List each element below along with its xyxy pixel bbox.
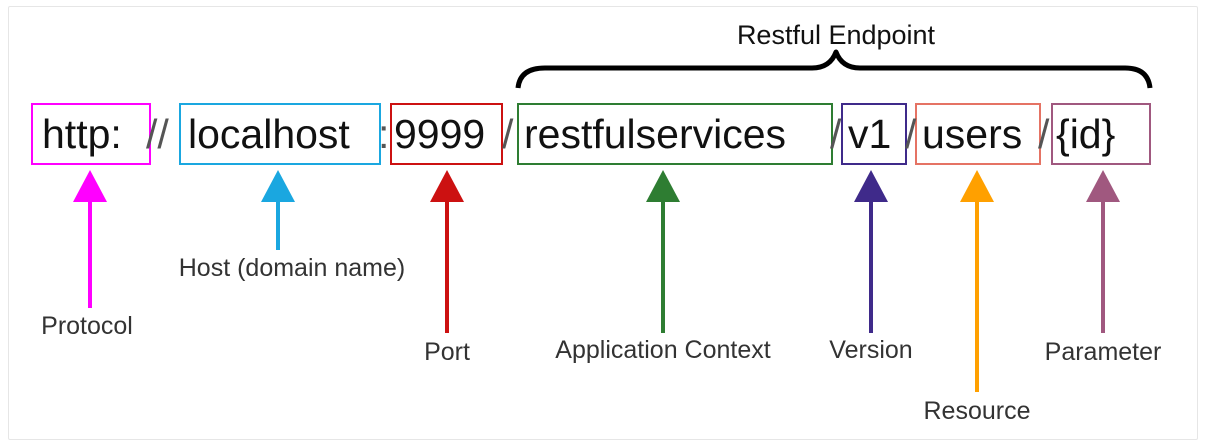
endpoint-brace (515, 49, 1153, 89)
port-text: 9999 (394, 111, 485, 157)
port-prefix: : (378, 111, 389, 157)
port-box (390, 103, 503, 165)
context-box (517, 103, 833, 165)
port-label: Port (424, 338, 470, 366)
protocol-text: http: (42, 111, 122, 157)
protocol-separator: // (146, 111, 169, 157)
port-separator: / (502, 111, 514, 157)
host-box (179, 103, 381, 165)
context-separator: / (830, 111, 842, 157)
restful-endpoint-title: Restful Endpoint (737, 20, 936, 50)
version-text: v1 (848, 111, 891, 157)
parameter-text: {id} (1056, 111, 1115, 157)
protocol-label: Protocol (41, 312, 133, 340)
port-arrow (430, 170, 464, 333)
host-arrow (261, 170, 295, 250)
resource-label: Resource (924, 397, 1031, 425)
parameter-label: Parameter (1045, 338, 1162, 366)
resource-arrow (960, 170, 994, 392)
version-separator: / (905, 111, 917, 157)
context-arrow (646, 170, 680, 333)
protocol-arrow (73, 170, 107, 308)
context-text: restfulservices (524, 111, 786, 157)
resource-separator: / (1038, 111, 1050, 157)
version-label: Version (829, 336, 912, 364)
host-text: localhost (188, 111, 350, 157)
host-label: Host (domain name) (179, 254, 405, 282)
resource-box (915, 103, 1041, 165)
parameter-box (1051, 103, 1151, 165)
context-label: Application Context (555, 336, 770, 364)
version-arrow (854, 170, 888, 333)
parameter-arrow (1086, 170, 1120, 333)
version-box (841, 103, 907, 165)
diagram-frame (8, 6, 1198, 440)
protocol-box (31, 103, 151, 165)
resource-text: users (922, 111, 1022, 157)
